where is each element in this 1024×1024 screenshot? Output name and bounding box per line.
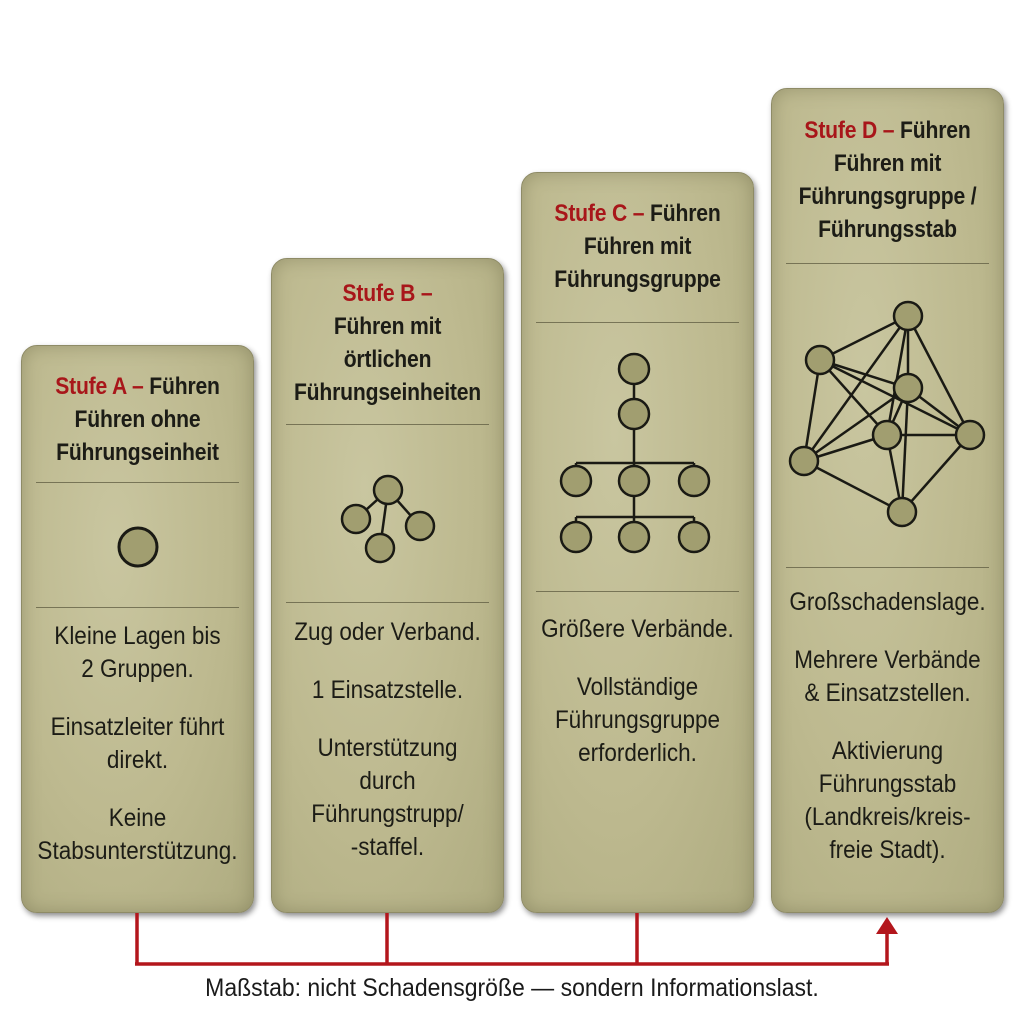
node: [372, 474, 404, 506]
node: [677, 520, 711, 554]
divider: [786, 567, 989, 568]
node: [788, 445, 820, 477]
edge: [803, 386, 909, 463]
node: [617, 352, 651, 386]
edge: [819, 358, 909, 390]
edge: [802, 315, 910, 462]
node: [364, 532, 396, 564]
stufe-b-label: Stufe B –: [342, 280, 433, 307]
hierarchy-tree-icon: [559, 352, 711, 554]
stufe-b-card: Stufe B – Führen mit örtlichen Führungse…: [271, 258, 504, 913]
edge: [819, 314, 909, 362]
stufe-c-label: Stufe C –: [554, 200, 645, 227]
description-paragraph: Zug oder Verband.: [294, 618, 481, 646]
stufe-d-title: Stufe D – Führen Führen mit Führungsgrup…: [798, 117, 977, 243]
node: [559, 464, 593, 498]
caption: Maßstab: nicht Schadensgröße — sondern I…: [205, 974, 819, 1002]
divider: [36, 482, 239, 483]
stufe-d-description: Großschadenslage. Mehrere Verbände& Eins…: [787, 586, 988, 867]
node: [617, 464, 651, 498]
description-paragraph: Größere Verbände.: [541, 615, 734, 643]
node: [677, 464, 711, 498]
divider: [536, 322, 739, 323]
small-network-icon: [340, 474, 436, 564]
node: [404, 510, 436, 542]
stufe-b-title: Stufe B – Führen mit örtlichen Führungse…: [291, 277, 484, 409]
description-paragraph: 1 Einsatzstelle.: [311, 676, 464, 704]
divider: [36, 607, 239, 608]
edge: [885, 315, 910, 436]
edge: [906, 315, 972, 436]
node: [117, 526, 159, 568]
stufe-c-card: Stufe C – Führen Führen mit Führungsgrup…: [521, 172, 754, 913]
node: [886, 496, 918, 528]
stufe-d-label: Stufe D –: [804, 117, 895, 144]
description-paragraph: Großschadenslage.: [789, 588, 986, 616]
edge: [819, 359, 888, 436]
node: [871, 419, 903, 451]
node: [617, 397, 651, 431]
description-paragraph: Mehrere Verbände& Einsatzstellen.: [794, 646, 981, 707]
stufe-c-title: Stufe C – Führen Führen mit Führungsgrup…: [554, 200, 721, 293]
node: [804, 344, 836, 376]
divider: [786, 263, 989, 264]
divider: [286, 602, 489, 603]
divider: [536, 591, 739, 592]
edge: [803, 459, 903, 514]
stufe-a-card: Stufe A – Führen Führen ohne Führungsein…: [21, 345, 254, 913]
stufe-b-description: Zug oder Verband. 1 Einsatzstelle. Unter…: [287, 616, 488, 864]
node: [559, 520, 593, 554]
node: [340, 503, 372, 535]
edge: [900, 387, 910, 513]
divider: [286, 424, 489, 425]
stufe-a-label: Stufe A –: [55, 373, 144, 400]
stufe-a-title: Stufe A – Führen Führen ohne Führungsein…: [55, 373, 220, 466]
edge: [901, 434, 971, 513]
arrow-head-icon: [876, 917, 898, 934]
stufe-d-card: Stufe D – Führen Führen mit Führungsgrup…: [771, 88, 1004, 913]
mesh-network-icon: [788, 300, 986, 528]
single-node-icon: [117, 526, 159, 568]
edge: [802, 359, 822, 462]
node: [617, 520, 651, 554]
node: [892, 300, 924, 332]
node: [892, 372, 924, 404]
node: [954, 419, 986, 451]
